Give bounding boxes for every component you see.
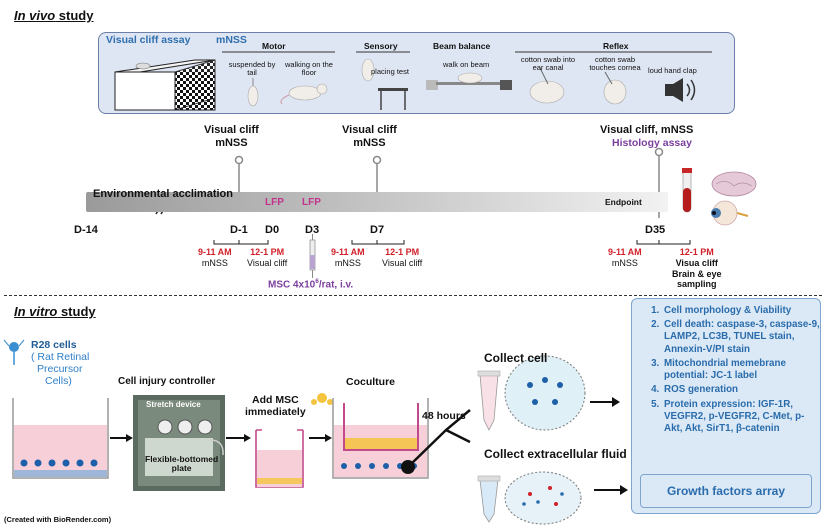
walking-label: walking on the floor [285, 60, 333, 78]
insert-well [255, 429, 304, 488]
eye-icon [711, 200, 749, 226]
speaker-icon [665, 78, 696, 102]
day-d0: D0 [265, 224, 280, 236]
event-d35-label: Visual cliff, mNSS [600, 124, 694, 136]
rat-ear-icon [529, 67, 565, 104]
rat-suspended-icon [247, 78, 259, 107]
stretch-device-icon [133, 395, 225, 491]
cornea-label: cotton swab touches cornea [589, 55, 641, 73]
day-d1: D-1 [230, 224, 248, 236]
msc-icon [311, 393, 333, 405]
coculture-label: Coculture [346, 376, 396, 388]
day-d3: D3 [305, 224, 320, 236]
clap-label: loud hand clap [648, 66, 697, 75]
in-vitro-graphics [3, 339, 628, 525]
48-hours-label: 48 hours [422, 410, 466, 422]
msc-dose-label: MSC 4x106/rat, i.v. [268, 278, 354, 291]
suspended-label: suspended by tail [228, 60, 276, 78]
beam-balance-label: Beam balance [433, 41, 491, 51]
fluid-tube-icon [477, 475, 501, 523]
day-d35: D35 [645, 224, 666, 236]
in-vivo-title: In vivo study [14, 8, 94, 23]
rat-walking-icon [280, 83, 328, 105]
histology-label: Histology assay [612, 137, 692, 149]
visual-cliff-apparatus [114, 59, 216, 111]
acclimation-label: Environmental acclimation [93, 188, 233, 200]
in-vivo-graphics [114, 51, 757, 278]
sensory-label: Sensory [364, 41, 398, 51]
syringe-icon [309, 234, 316, 278]
analysis-item: Cell death: caspase-3, caspase-9, LAMP2,… [662, 319, 820, 356]
day-d14: D-14 [74, 224, 98, 236]
section-divider [4, 295, 822, 296]
ear-label: cotton swab into ear canal [520, 55, 576, 73]
walk-beam-label: walk on beam [443, 60, 490, 69]
r28-cell-icon [3, 339, 25, 365]
in-vitro-title: In vitro study [14, 304, 96, 319]
brain-icon [711, 171, 757, 197]
biorender-credit: (Created with BioRender.com) [4, 515, 112, 524]
beam-icon [426, 72, 512, 90]
motor-label: Motor [262, 41, 286, 51]
analysis-list: Cell morphology & Viability Cell death: … [632, 305, 820, 435]
day-d7: D7 [370, 224, 385, 236]
blood-tube-icon [682, 168, 692, 213]
growth-factors-array-box: Growth factors array [640, 474, 812, 508]
cell-tube-icon [477, 370, 501, 431]
culture-well-1 [12, 398, 109, 479]
reflex-label: Reflex [603, 41, 629, 51]
endpoint-label: Endpoint [605, 197, 642, 207]
mnss-label: mNSS [216, 34, 247, 46]
lfp-d0-label: LFP [265, 197, 284, 208]
cell-injury-controller-label: Cell injury controller [118, 376, 216, 387]
analysis-item: Cell morphology & Viability [662, 305, 820, 317]
lfp-d3-label: LFP [302, 197, 321, 208]
collect-cell-label: Collect cell [484, 351, 548, 365]
analysis-item: Protein expression: IGF-1R, VEGFR2, p-VE… [662, 399, 820, 436]
stretch-device-label: Stretch device [146, 400, 201, 409]
rat-cornea-icon [603, 71, 627, 105]
placing-label: placing test [371, 67, 409, 76]
visual-cliff-assay-label: Visual cliff assay [106, 34, 191, 46]
analysis-item: ROS generation [662, 384, 820, 396]
coculture-well [332, 398, 429, 479]
timeline-bar [86, 192, 668, 212]
analysis-item: Mitochondrial memebrane potential: JC-1 … [662, 358, 820, 382]
collect-fluid-label: Collect extracellular fluid [484, 447, 627, 461]
rat-placing-icon [361, 58, 408, 110]
